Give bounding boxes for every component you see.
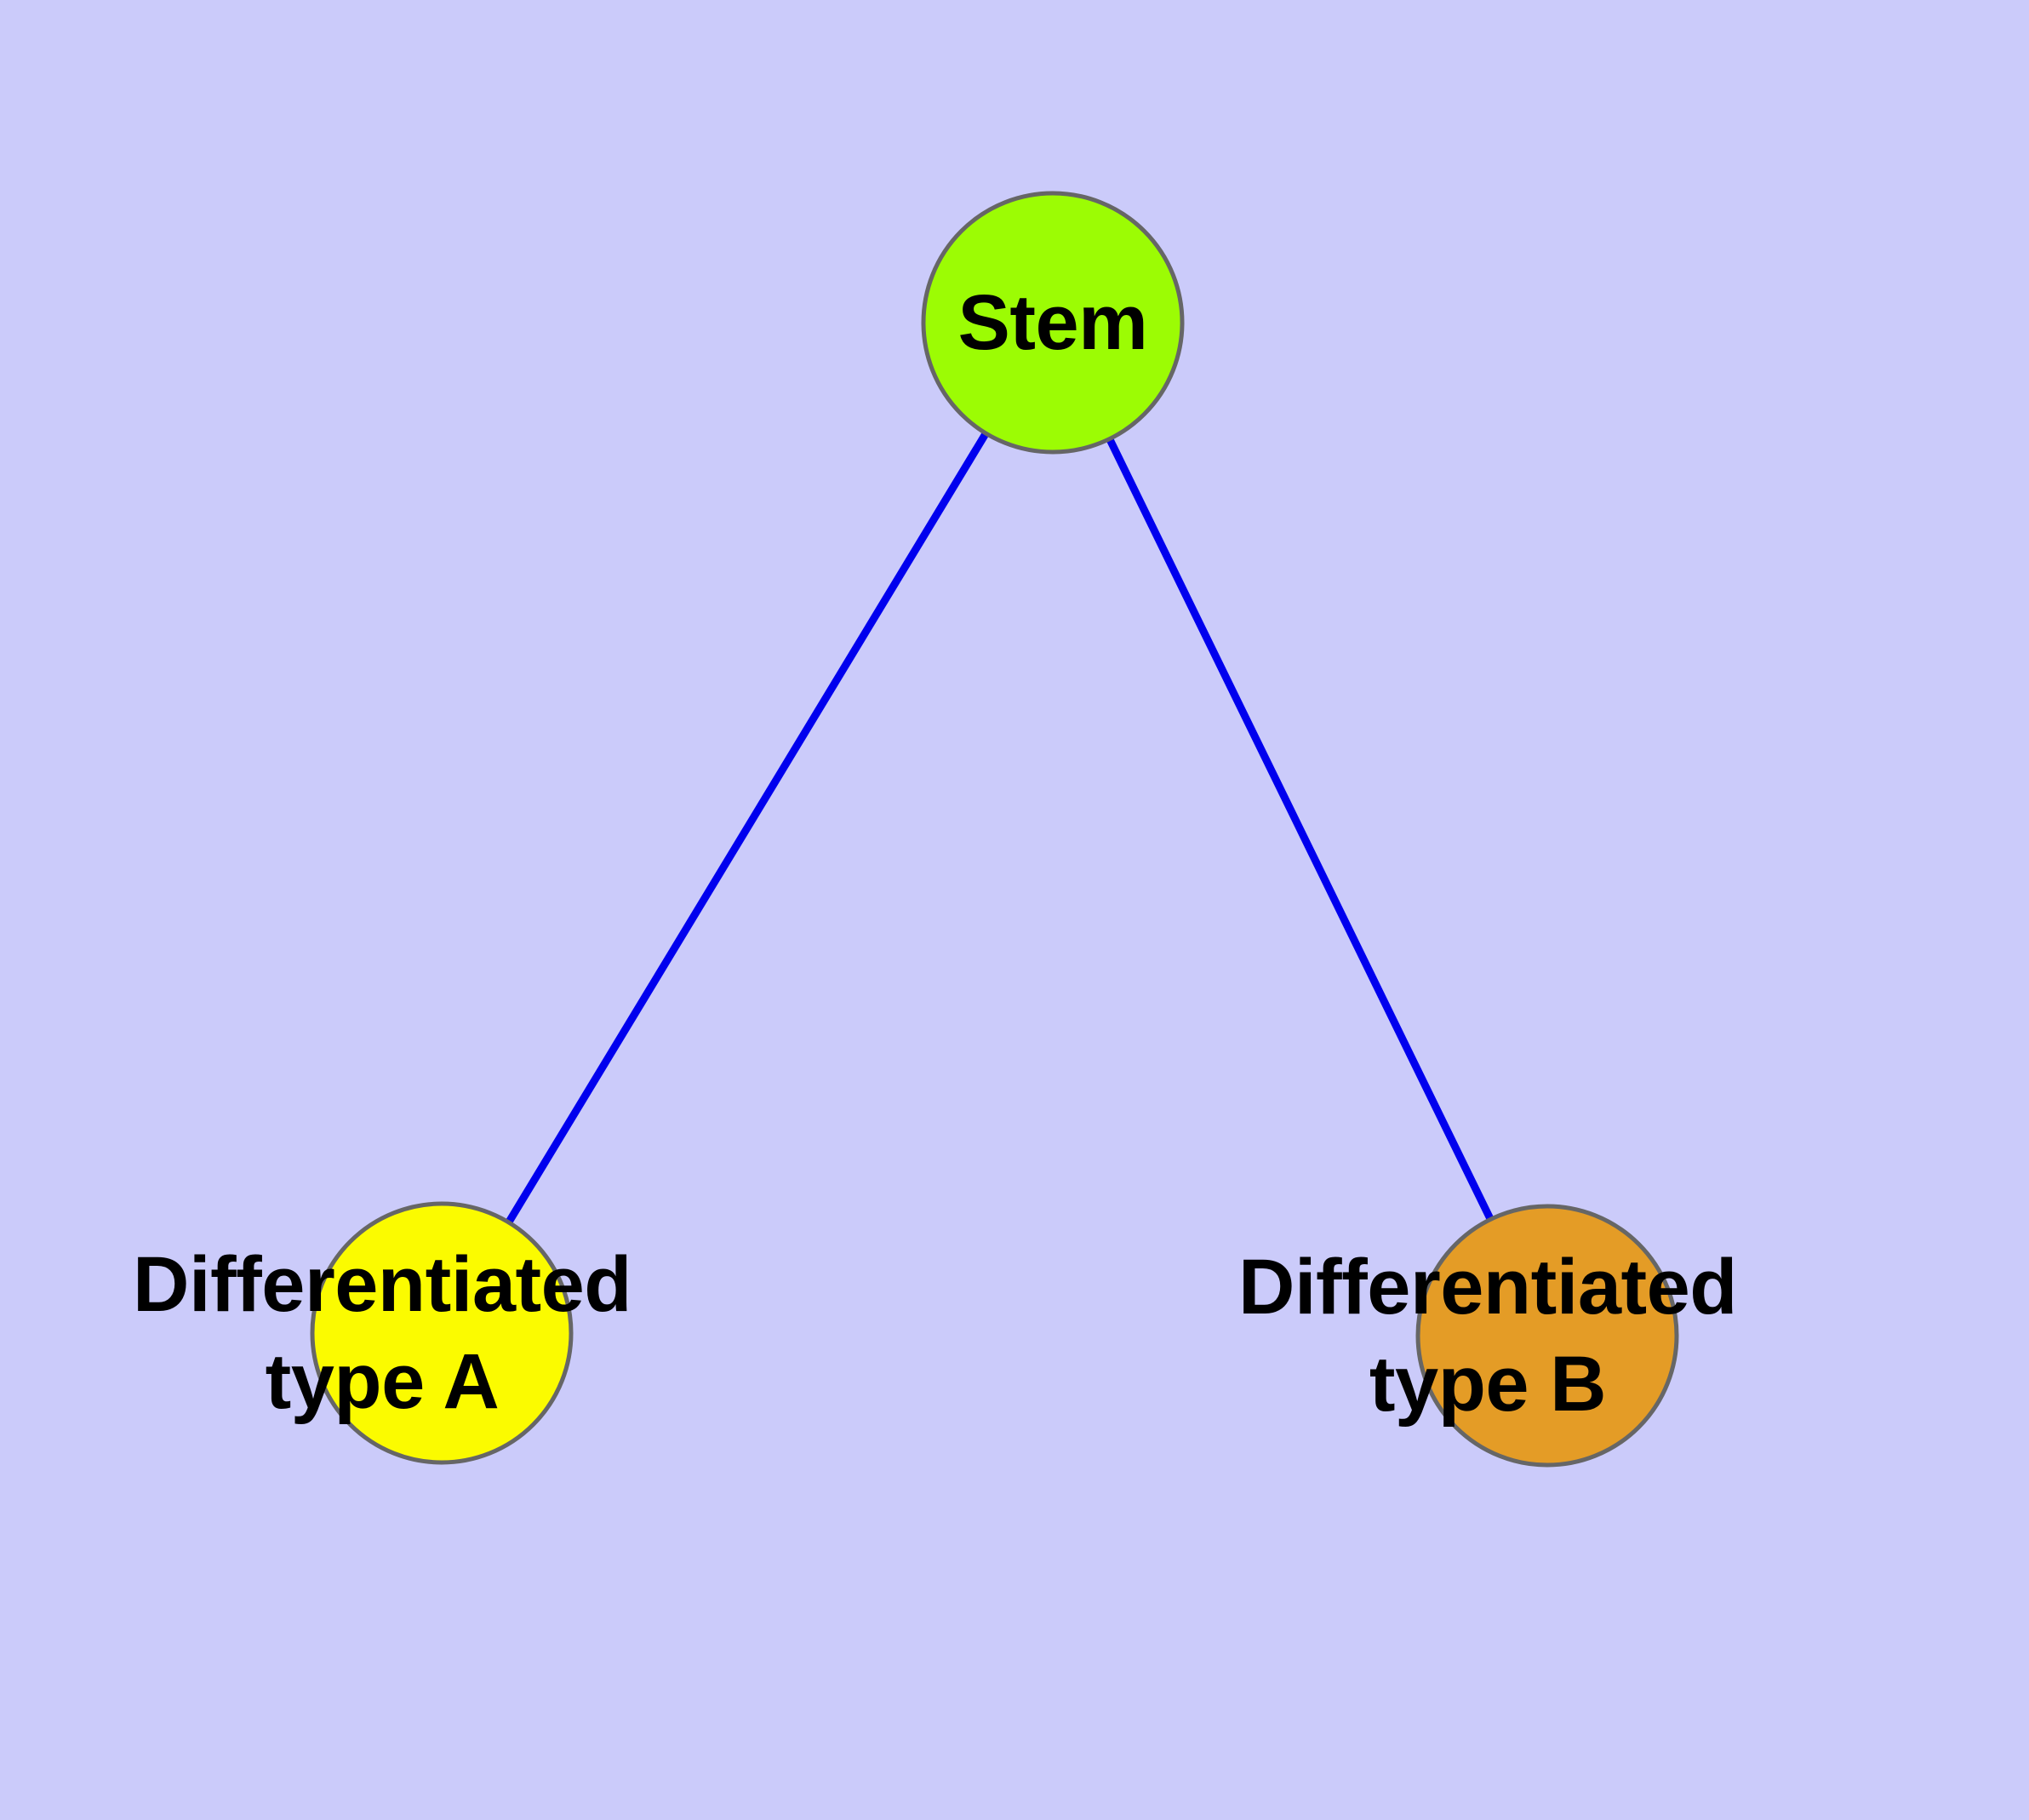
node-diff_b[interactable] (1415, 1204, 1679, 1468)
edge-stem-to-diff-b (1049, 321, 1552, 1337)
node-diff_a[interactable] (310, 1201, 574, 1465)
nodes-layer (310, 191, 1679, 1468)
node-stem[interactable] (921, 191, 1185, 455)
edge-stem-to-diff-a (438, 320, 1056, 1336)
edges-layer (438, 320, 1552, 1337)
